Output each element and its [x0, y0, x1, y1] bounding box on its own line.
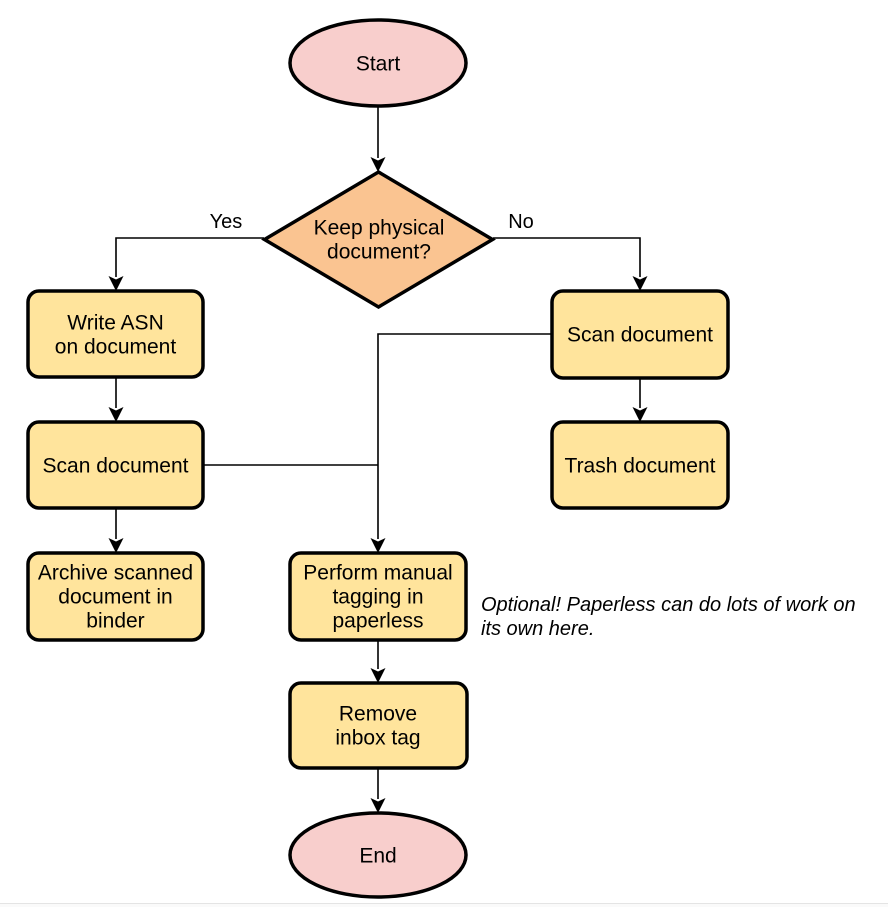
tagging-label-line2: tagging in	[332, 586, 423, 609]
nodes: Start Keep physical document? Write ASN …	[26, 18, 730, 899]
edge-label-no: No	[508, 211, 534, 233]
arrowhead-tagging	[370, 538, 386, 553]
scan-right-label: Scan document	[567, 324, 713, 347]
decision-label-line2: document?	[327, 241, 431, 264]
scan-left-node	[26, 420, 205, 510]
annotation-line2: its own here.	[481, 618, 594, 640]
start-label: Start	[356, 53, 401, 76]
end-label: End	[359, 845, 396, 868]
arrowhead-scan-left-archive	[108, 538, 124, 553]
arrowhead-decision-scan-right	[632, 276, 648, 291]
decision-label-line1: Keep physical	[314, 217, 445, 240]
tagging-label-line1: Perform manual	[303, 562, 452, 585]
archive-label-line2: document in	[58, 586, 172, 609]
archive-label-line1: Archive scanned	[38, 562, 193, 585]
tagging-label-line3: paperless	[332, 610, 423, 633]
archive-node	[26, 551, 205, 642]
edges	[108, 107, 648, 813]
write-asn-label-line2: on document	[55, 336, 177, 359]
edge-scan-right-tagging	[377, 333, 552, 539]
remove-inbox-label-line2: inbox tag	[335, 727, 420, 750]
arrowhead-decision-write-asn	[108, 276, 124, 291]
trash-node	[550, 420, 730, 510]
arrowhead-remove-end	[370, 798, 386, 813]
trash-label: Trash document	[565, 455, 716, 478]
arrowhead-scan-right-trash	[632, 407, 648, 422]
end-node	[288, 811, 468, 899]
decision-node	[261, 169, 496, 310]
arrowhead-tagging-remove	[370, 668, 386, 683]
arrowhead-start-decision	[370, 157, 386, 172]
archive-label-line3: binder	[86, 610, 144, 633]
write-asn-label-line1: Write ASN	[67, 312, 163, 335]
remove-inbox-label-line1: Remove	[339, 703, 417, 726]
arrowhead-write-asn-scan-left	[108, 407, 124, 422]
write-asn-node	[26, 289, 205, 379]
page-bottom-area	[0, 904, 888, 907]
start-node	[288, 18, 468, 108]
edge-decision-scan-right	[493, 237, 641, 277]
edge-label-yes: Yes	[210, 211, 243, 233]
scan-right-node	[550, 289, 730, 380]
tagging-node	[288, 551, 468, 642]
remove-inbox-node	[288, 681, 469, 770]
edge-decision-write-asn	[115, 237, 264, 277]
annotation-line1: Optional! Paperless can do lots of work …	[481, 594, 856, 616]
scan-left-label: Scan document	[43, 455, 189, 478]
